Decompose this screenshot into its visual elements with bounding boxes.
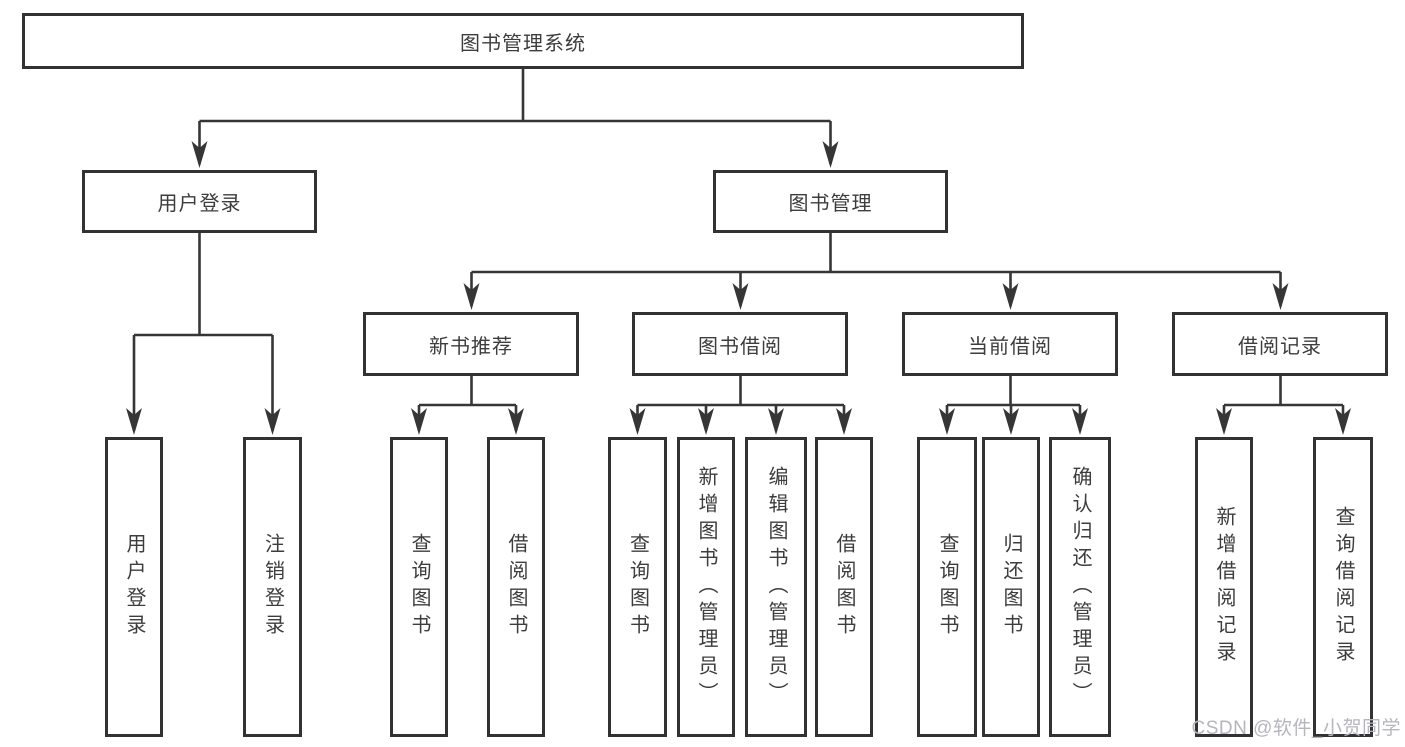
node-user-login: 用户登录: [82, 170, 317, 233]
leaf-add-books-admin: 新增图书（管理员）: [677, 437, 735, 737]
node-book-management: 图书管理: [713, 170, 948, 233]
leaf-query-books-current: 查询图书: [917, 437, 977, 737]
leaf-return-books: 归还图书: [982, 437, 1040, 737]
csdn-watermark: CSDN @软件_小贺同学: [1191, 718, 1401, 739]
leaf-logout: 注销登录: [243, 437, 302, 737]
leaf-borrow-books: 借阅图书: [815, 437, 873, 737]
node-library-system: 图书管理系统: [22, 13, 1024, 69]
leaf-query-borrow-record: 查询借阅记录: [1313, 437, 1373, 737]
leaf-edit-books-admin: 编辑图书（管理员）: [745, 437, 807, 737]
node-new-book-recommend: 新书推荐: [363, 312, 579, 376]
leaf-confirm-return-admin: 确认归还（管理员）: [1049, 437, 1111, 737]
node-borrow-records: 借阅记录: [1172, 312, 1388, 376]
leaf-query-books-borrow: 查询图书: [608, 437, 667, 737]
leaf-query-books-recommend: 查询图书: [390, 437, 448, 737]
leaf-borrow-books-recommend: 借阅图书: [487, 437, 545, 737]
leaf-user-login: 用户登录: [105, 437, 163, 737]
node-current-borrow: 当前借阅: [902, 312, 1118, 376]
leaf-add-borrow-record: 新增借阅记录: [1195, 437, 1253, 737]
node-book-borrow: 图书借阅: [632, 312, 848, 376]
